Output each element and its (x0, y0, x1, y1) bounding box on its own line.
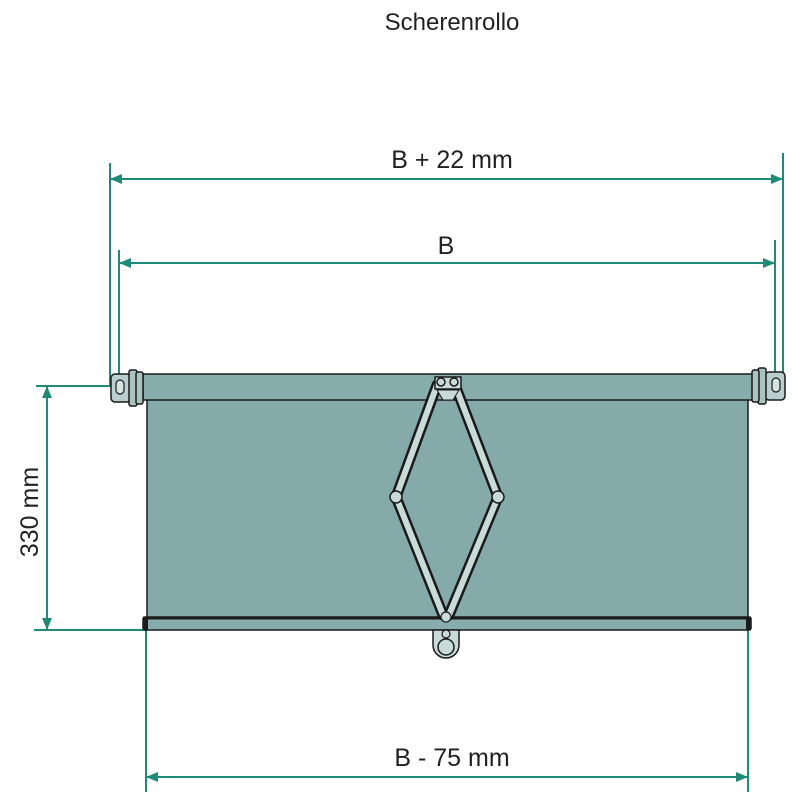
inner-width-label: B (438, 232, 455, 260)
dimension-fabric-width: B - 75 mm (145, 628, 749, 792)
end-cap-right (751, 367, 786, 405)
bottom-bar-end-right (746, 617, 751, 630)
blind (110, 367, 786, 659)
scissor-top-mount (434, 376, 462, 401)
scissor-arm-upper-left (390, 379, 443, 503)
end-cap-left-ring-2 (135, 371, 144, 405)
fabric-width-label: B - 75 mm (394, 744, 509, 772)
bottom-bar-end-left (143, 617, 148, 630)
end-cap-right-ring-2 (751, 369, 760, 403)
end-cap-left (110, 369, 144, 407)
end-cap-left-slot (115, 379, 125, 395)
pull-handle-ring (437, 638, 455, 656)
outer-width-label: B + 22 mm (391, 146, 513, 174)
diagram-title: Scherenrollo (385, 9, 520, 36)
scissor-mechanism (389, 376, 505, 623)
pull-handle-pin (441, 629, 451, 639)
pull-handle[interactable] (432, 629, 460, 659)
scissor-joint-right (491, 490, 505, 504)
dimension-height: 330 mm (16, 385, 148, 631)
scissor-arm-lower-right (443, 491, 504, 621)
end-cap-right-slot (771, 377, 781, 393)
scissor-joint-left (389, 490, 403, 504)
fabric-panel (146, 397, 749, 621)
dimension-inner-width: B (118, 232, 776, 385)
scissor-bottom-joint (440, 611, 452, 623)
scissor-arm-upper-right (449, 379, 504, 503)
scissor-arm-lower-left (390, 491, 449, 621)
dimension-outer-width: B + 22 mm (109, 146, 784, 385)
height-label: 330 mm (16, 467, 44, 557)
